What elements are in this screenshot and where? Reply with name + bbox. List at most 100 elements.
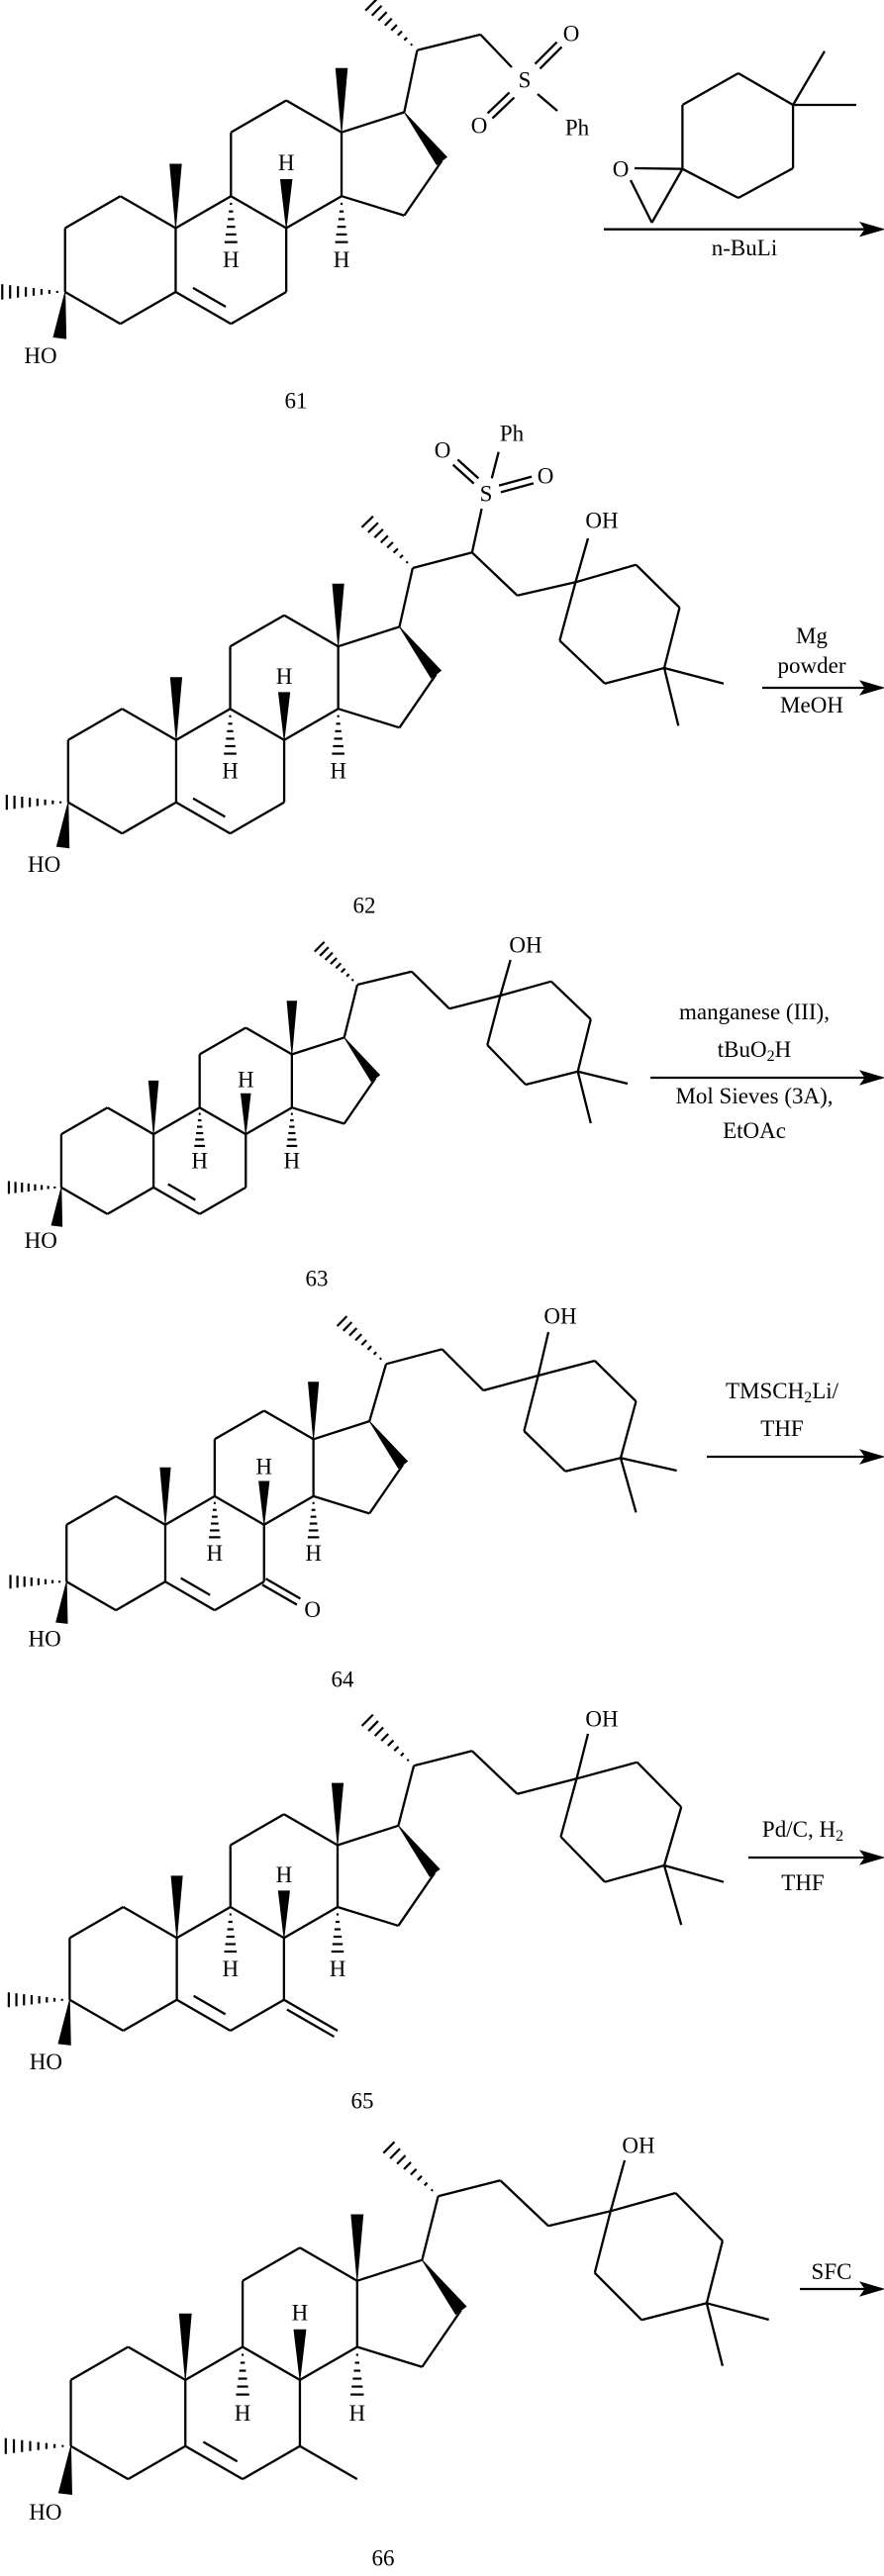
gem-methyl-bond [664, 668, 678, 725]
hydroxyl-wedge-c3 [53, 292, 66, 338]
atom-label-h: H [278, 150, 295, 175]
cyclohexane-bond [638, 1763, 682, 1807]
hydroxyl-bond [500, 960, 510, 996]
ring-bond [108, 1188, 154, 1214]
reagent-text: Mg [796, 623, 828, 648]
ring-bond [314, 1496, 370, 1513]
hash-stroke [336, 963, 341, 968]
ring-bond [71, 2347, 129, 2380]
atom-label-h: H [276, 664, 293, 689]
reagent-text: SFC [812, 2259, 852, 2284]
cyclohexane-bond [682, 169, 737, 198]
hash-stroke [352, 980, 353, 981]
h-hash-c9 [236, 2355, 248, 2395]
hydroxyl-wedge-c3 [56, 1581, 67, 1623]
h-hash-c14 [286, 1114, 297, 1146]
cyclohexane-bond [595, 1361, 637, 1401]
ring-bond [243, 2347, 300, 2380]
reagent-below: THF [781, 1870, 824, 1895]
ring-bond [314, 1421, 370, 1439]
ring-bond [231, 803, 285, 834]
ring-bond [71, 2446, 129, 2479]
hash-stroke [374, 1352, 376, 1355]
ring-bond [231, 1814, 284, 1845]
reagent-text: manganese (III), [679, 1000, 830, 1024]
ring-bond [165, 1496, 215, 1525]
gem-methyl-bond [793, 51, 825, 105]
cyclohexane-bond [561, 1778, 577, 1837]
gem-methyl-bond [664, 1865, 724, 1882]
hash-stroke [388, 1740, 394, 1746]
ring-bond [284, 1814, 338, 1845]
hydroxyl-wedge-c3 [58, 2000, 70, 2046]
sulfonyl-double-bond [536, 43, 557, 64]
methyl-hash-c3 [2, 284, 57, 299]
hash-stroke [404, 2162, 411, 2169]
hash-stroke [385, 19, 392, 26]
methyl-hash-c20 [383, 2142, 433, 2191]
cyclohexane-bond [595, 2211, 611, 2272]
side-chain-bond [518, 1778, 577, 1793]
hash-stroke [367, 1346, 371, 1350]
ring-bond [300, 2347, 357, 2380]
hydroxyl-wedge-c3 [51, 1188, 62, 1226]
hydroxyl-wedge-c3 [58, 2446, 71, 2495]
ring-bond [264, 1496, 314, 1525]
hash-stroke [372, 6, 382, 16]
side-chain-bond [417, 35, 480, 50]
atom-label-h: H [223, 247, 240, 272]
methyl-bond-c7 [300, 2446, 357, 2479]
hash-stroke [390, 2148, 400, 2158]
compound-number: 61 [285, 389, 308, 414]
compound-66: HHHHOOH66 [6, 2134, 769, 2571]
ring-bond [231, 100, 286, 132]
ring-bond [215, 1496, 264, 1525]
methyl-hash-c20 [361, 517, 407, 563]
cyclohexane-bond [575, 565, 636, 583]
ring-bond [124, 1907, 177, 1938]
reagent-text: Mol Sieves (3A), [675, 1084, 833, 1108]
sulfur-phenyl-bond [492, 452, 499, 479]
cyclohexane-bond [605, 668, 664, 684]
ring-bond [122, 709, 176, 740]
hash-stroke [344, 1322, 352, 1331]
epoxide-bond [635, 168, 682, 169]
ring-bond [344, 1079, 376, 1124]
atom-label-ph: Ph [565, 116, 590, 141]
cyclohexane-bond [487, 1045, 526, 1085]
atom-label-oh: OH [585, 1707, 618, 1732]
atom-label-oh: OH [622, 2134, 654, 2158]
reagent-above: Mg [796, 623, 828, 648]
reagent-above: SFC [812, 2259, 852, 2284]
hash-stroke [398, 31, 402, 35]
cyclohexane-bond [487, 996, 500, 1045]
atom-label-s: S [519, 68, 532, 93]
methyl-wedge-c13 [351, 2215, 363, 2281]
ring-bond [339, 626, 400, 646]
reagent-text: Pd/C, H [762, 1817, 835, 1842]
hash-stroke [400, 555, 403, 558]
compound-number: 65 [351, 2089, 374, 2114]
methyl-wedge-c13 [308, 1383, 318, 1440]
ring-bond [284, 616, 339, 647]
side-chain-bond [398, 1765, 414, 1826]
ring-bond [116, 1581, 165, 1610]
methyl-hash-c3 [11, 1574, 60, 1588]
compound-number: 64 [332, 1668, 355, 1692]
ring-bond [357, 2260, 423, 2281]
reaction-step-1: n-BuLi [604, 223, 884, 260]
reagent-text: tBuO [718, 1037, 767, 1062]
ring-bond [231, 709, 285, 740]
hash-stroke [326, 953, 333, 960]
atom-label-h: H [238, 1068, 254, 1093]
hash-stroke [418, 2176, 422, 2180]
side-chain-bond [449, 996, 500, 1008]
ring-bond [153, 1107, 200, 1134]
atom-label-h: H [235, 2401, 251, 2426]
hash-stroke [397, 2155, 405, 2164]
reagent-above: tBuO2H [718, 1037, 791, 1065]
side-chain-bond [404, 50, 417, 113]
cyclohexane-bond [500, 982, 550, 996]
gem-methyl-bond [621, 1458, 637, 1512]
cyclohexane-bond [611, 2193, 676, 2211]
